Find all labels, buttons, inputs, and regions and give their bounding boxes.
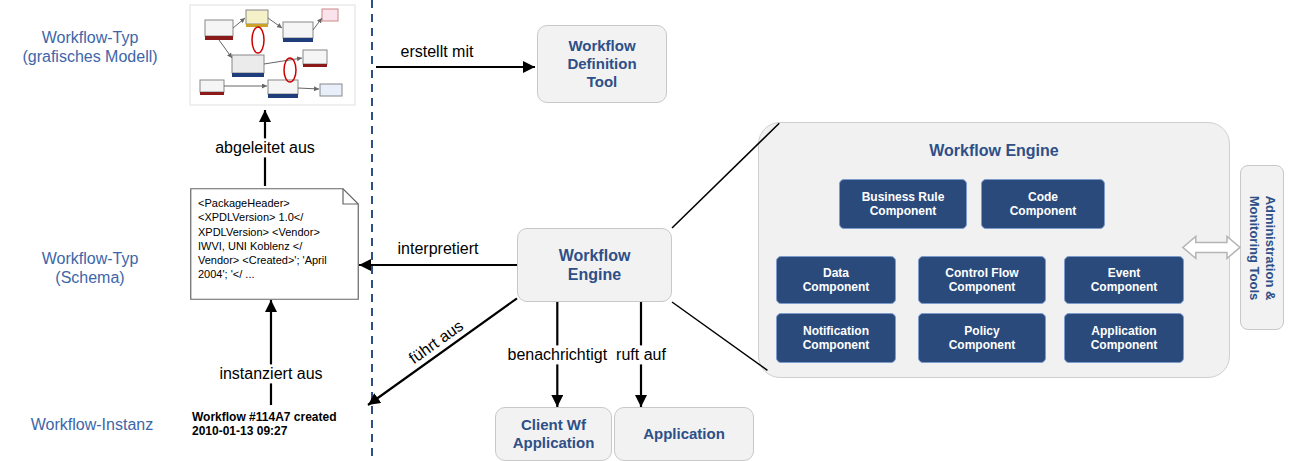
node-text: Notification Component [789, 324, 883, 353]
process-box: Client Wf Application [495, 407, 612, 461]
panel-heading: Workflow Engine [929, 141, 1058, 160]
process-model-thumbnail [190, 5, 355, 105]
thumbnail-bar [303, 64, 327, 67]
flow-arrow [368, 298, 517, 405]
thumbnail-bar [200, 92, 224, 95]
document-shape: <PackageHeader> <XPDLVersion> 1.0</ XPDL… [190, 188, 359, 300]
component-box: Application Component [1064, 313, 1184, 363]
node-text: <PackageHeader> <XPDLVersion> 1.0</ XPDL… [198, 196, 338, 282]
thumbnail-arrow [313, 18, 322, 30]
node-text: Data Component [789, 266, 883, 295]
thumbnail-box [322, 9, 338, 21]
thumbnail-arrow [264, 58, 302, 64]
flow-arrow [359, 264, 517, 266]
thumbnail-arrow [298, 88, 319, 89]
arrow-label: erstellt mit [401, 42, 474, 61]
node-text: Administration & Monitoring Tools [1246, 175, 1277, 320]
separator-dashed-line [371, 0, 373, 461]
thumbnail-box [283, 22, 313, 38]
arrow-line [376, 66, 535, 68]
arrow-label: abgeleitet aus [212, 138, 318, 157]
thumbnail-box [320, 84, 342, 96]
level-label: Workflow-Typ (grafisches Modell) [15, 28, 165, 66]
double-arrow [1183, 236, 1240, 258]
flow-arrow [270, 300, 272, 405]
thumbnail-box [246, 10, 268, 24]
component-box: Data Component [776, 256, 896, 304]
node-text: Event Component [1077, 266, 1171, 295]
process-box: Workflow Engine [517, 228, 672, 302]
node-text: Client Wf Application [504, 416, 603, 452]
node-text: Application Component [1077, 324, 1171, 353]
thumbnail-box [200, 80, 224, 92]
thumbnail-bar [205, 36, 233, 40]
edge-label: interpretiert [395, 239, 482, 258]
node-text: Workflow #114A7 created 2010-01-13 09:27 [192, 410, 360, 439]
thumbnail-box [268, 80, 298, 94]
process-box: Application [614, 407, 754, 461]
thumbnail-bar [268, 94, 298, 98]
thumbnail-box [232, 55, 264, 73]
thumbnail-bar [232, 73, 264, 77]
flow-arrow [640, 302, 642, 407]
node-text: Workflow Engine [545, 246, 645, 284]
component-box: Notification Component [776, 313, 896, 363]
zoom-line [672, 302, 767, 370]
thumbnail-arrow [219, 40, 232, 58]
tools-box: Administration & Monitoring Tools [1240, 165, 1284, 330]
level-label: Workflow-Typ (Schema) [30, 249, 150, 287]
thumbnail-arrow [268, 18, 282, 28]
edge-label: ruft auf [613, 345, 669, 364]
thumbnail-bar [283, 38, 313, 42]
document-fold [343, 189, 358, 204]
node-text: Policy Component [932, 324, 1032, 353]
process-box: Workflow Definition Tool [537, 25, 667, 103]
component-box: Event Component [1064, 256, 1184, 304]
thumbnail-frame [190, 5, 355, 105]
highlight-ellipse [252, 27, 264, 53]
node-text: Control Flow Component [932, 266, 1032, 295]
component-box: Business Rule Component [839, 179, 967, 229]
node-text: Application [643, 425, 725, 443]
edge-label: benachrichtigt [504, 345, 610, 364]
engine-panel: Workflow EngineBusiness Rule ComponentCo… [758, 122, 1230, 378]
component-box: Code Component [981, 179, 1105, 229]
component-box: Policy Component [918, 313, 1046, 363]
node-text: Code Component [995, 190, 1091, 219]
document-sheet [191, 189, 359, 300]
instance-text: Workflow #114A7 created 2010-01-13 09:27 [190, 405, 368, 443]
level-label: Workflow-Instanz [31, 415, 153, 434]
edge-label: führt aus [402, 314, 469, 369]
node-text: Workflow Definition Tool [556, 37, 648, 91]
edge-label: instanziert aus [216, 364, 325, 383]
thumbnail-box [205, 20, 233, 36]
thumbnail-arrow [224, 86, 267, 87]
zoom-line [672, 123, 779, 228]
node-text: Business Rule Component [853, 190, 953, 219]
highlight-ellipse [284, 58, 296, 82]
flow-arrow [556, 302, 558, 407]
component-box: Control Flow Component [918, 256, 1046, 304]
thumbnail-arrow [233, 18, 245, 28]
thumbnail-box [303, 50, 327, 64]
